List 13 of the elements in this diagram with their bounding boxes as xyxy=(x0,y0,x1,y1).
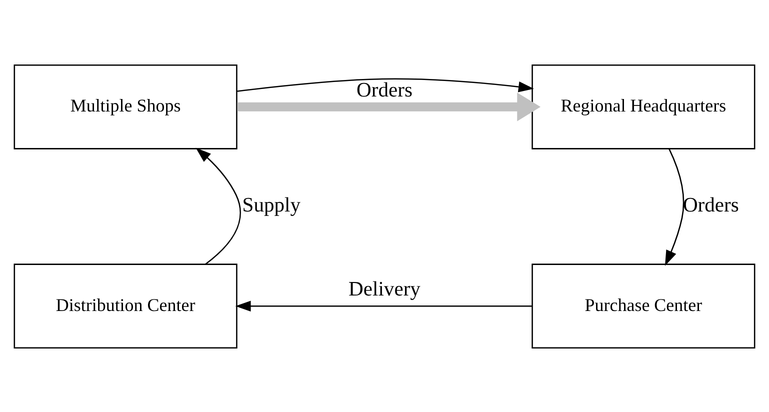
arrow xyxy=(664,148,684,266)
arrow xyxy=(237,78,534,92)
edge-label: Orders xyxy=(682,194,739,216)
edge-label: Orders xyxy=(356,78,412,101)
arrow xyxy=(196,147,241,264)
node-box: Distribution Center xyxy=(14,263,238,348)
node-box: Purchase Center xyxy=(532,263,756,348)
edge-label: Supply xyxy=(242,194,301,216)
arrow xyxy=(235,300,532,311)
edge-label: Delivery xyxy=(348,278,420,300)
node-box: Regional Headquarters xyxy=(532,64,756,149)
node-box: Multiple Shops xyxy=(14,64,238,149)
arrow xyxy=(237,92,541,121)
